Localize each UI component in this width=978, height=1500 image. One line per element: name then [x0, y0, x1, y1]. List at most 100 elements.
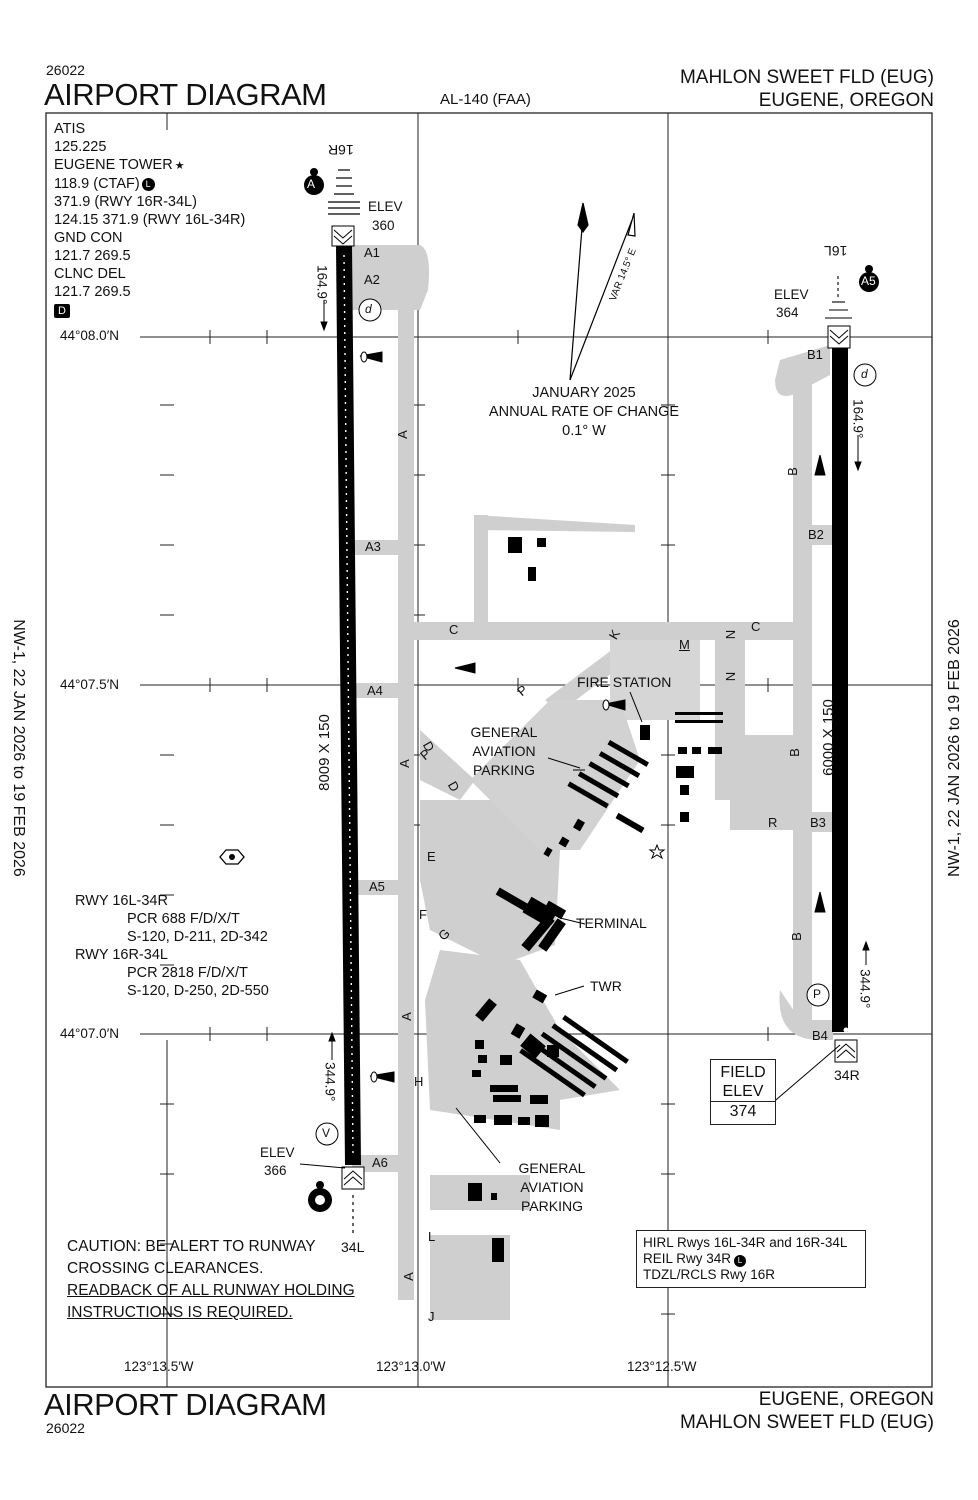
elev-16l-value: 364	[776, 305, 799, 320]
heading-34r: 344.9°	[857, 969, 873, 1009]
freq-tower-16l: 124.15 371.9 (RWY 16L-34R)	[54, 212, 246, 228]
taxiway-label-b-mid: B	[786, 748, 802, 757]
taxiway-label-a3: A3	[365, 539, 381, 554]
rotating-beacon	[219, 849, 245, 865]
fire-station-label: FIRE STATION	[577, 674, 672, 690]
runway-16r-34l	[328, 169, 365, 1235]
effective-dates-left: NW-1, 22 JAN 2026 to 19 FEB 2026	[10, 619, 27, 877]
elev-16l-label: ELEV	[774, 287, 809, 302]
pcr-rwy-16r: RWY 16R-34L	[75, 947, 168, 963]
lon-123-13-5: 123°13.5′W	[124, 1359, 194, 1374]
procedure-id: AL-140 (FAA)	[440, 91, 531, 108]
circle-d-west: d	[365, 302, 372, 316]
freq-clnc-value: 121.7 269.5	[54, 284, 131, 300]
taxiway-label-b-south: B	[788, 932, 804, 941]
taxiway-label-a6: A6	[372, 1155, 388, 1170]
pcr-16r-weights: S-120, D-250, 2D-550	[127, 983, 269, 999]
elev-34l-value: 366	[264, 1163, 287, 1178]
hotspot-symbols	[304, 168, 879, 1212]
taxiway-a1-a2-pad	[352, 245, 429, 310]
freq-tower-ctaf: 118.9 (CTAF)L	[54, 175, 245, 193]
buildings	[468, 537, 723, 1262]
taxiway-label-m: M	[679, 637, 690, 652]
heading-arrows	[320, 300, 870, 1060]
taxiway-label-a-far-south: A	[400, 1272, 416, 1281]
airport-name: MAHLON SWEET FLD (EUG)	[679, 67, 934, 88]
circle-markers	[315, 298, 877, 1146]
lahso-icon: L	[141, 178, 155, 191]
taxiway-network	[352, 245, 833, 1320]
ga-parking-south-label: GENERAL AVIATION PARKING	[518, 1160, 586, 1214]
field-elevation-box: FIELD ELEV 374	[710, 1059, 776, 1125]
taxiway-label-a-mid: A	[396, 759, 412, 768]
freq-atis: ATIS	[54, 121, 86, 137]
footer-airport-name: MAHLON SWEET FLD (EUG)	[679, 1412, 934, 1433]
taxiway-label-c-east: C	[751, 619, 761, 634]
chart-title: AIRPORT DIAGRAM	[44, 77, 327, 112]
taxiway-label-b1: B1	[807, 347, 823, 362]
pcr-16l-weights: S-120, D-211, 2D-342	[127, 929, 268, 945]
taxiway-c	[405, 622, 800, 640]
freq-tower-16r: 371.9 (RWY 16R-34L)	[54, 194, 197, 210]
hotspot-a5-label: A5	[861, 274, 876, 288]
hotspot-a-label: A	[307, 177, 316, 191]
terminal-apron	[420, 800, 560, 965]
runway-threshold-34r	[834, 1039, 858, 1063]
north-arrow	[569, 202, 636, 381]
circle-v: V	[322, 1126, 331, 1140]
footer-city-state: EUGENE, OREGON	[758, 1389, 934, 1410]
circle-p: P	[813, 987, 822, 1001]
runway-threshold-16r	[331, 225, 355, 247]
runway-34r-label: 34R	[834, 1067, 860, 1083]
freq-gnd-value: 121.7 269.5	[54, 248, 131, 264]
approach-lights-16l	[825, 276, 852, 319]
heading-16l: 164.9°	[850, 399, 866, 439]
graticule-ticks	[160, 330, 769, 1315]
circle-d-east: d	[861, 367, 868, 381]
heading-34l: 344.9°	[322, 1062, 338, 1102]
effective-dates-right: NW-1, 22 JAN 2026 to 19 FEB 2026	[946, 619, 963, 877]
pcr-block: RWY 16L-34R PCR 688 F/D/X/T S-120, D-211…	[75, 892, 269, 1000]
runway-34l-label: 34L	[341, 1239, 365, 1255]
elev-16r-label: ELEV	[368, 199, 403, 214]
map-frame	[45, 112, 933, 1388]
heading-16r: 164.9°	[314, 265, 330, 305]
taxiway-label-a4: A4	[367, 683, 383, 698]
runway-west-dimensions: 8009 X 150	[315, 714, 333, 791]
footer-title: AIRPORT DIAGRAM	[44, 1387, 327, 1422]
taxiway-label-b-north: B	[784, 467, 800, 476]
taxiway-label-a5: A5	[369, 879, 385, 894]
taxiway-b	[793, 365, 812, 1030]
terminal-label: TERMINAL	[576, 915, 647, 931]
taxiway-label-a-south: A	[398, 1012, 414, 1021]
runway-16l-34r	[825, 276, 858, 1063]
taxiway-label-a1: A1	[364, 245, 380, 260]
wind-indicators	[359, 351, 826, 1083]
frequency-block: ATIS 125.225 EUGENE TOWER★ 118.9 (CTAF)L…	[54, 120, 245, 319]
runway-threshold-16l	[827, 325, 851, 349]
runway-east-dimensions: 6000 X 150	[819, 699, 837, 776]
pcr-16l-value: PCR 688 F/D/X/T	[127, 911, 240, 927]
approach-lights-16r	[328, 169, 360, 215]
freq-clnc: CLNC DEL	[54, 266, 126, 282]
taxiway-label-b3: B3	[810, 815, 826, 830]
freq-gnd: GND CON	[54, 230, 123, 246]
fire-station-pointer	[299, 691, 841, 1169]
magnetic-change: JANUARY 2025 ANNUAL RATE OF CHANGE 0.1° …	[488, 385, 680, 439]
lon-123-12-5: 123°12.5′W	[627, 1359, 697, 1374]
lahso-icon: L	[734, 1255, 747, 1267]
lat-44-07-5: 44°07.5′N	[60, 677, 119, 692]
runway-16l-label: 16L	[824, 243, 848, 259]
taxiway-label-r: R	[768, 815, 778, 830]
tower-star-icon: ★	[174, 160, 185, 172]
taxiway-label-b4: B4	[812, 1028, 828, 1043]
elev-34l-label: ELEV	[260, 1145, 295, 1160]
freq-tower: EUGENE TOWER★	[54, 157, 185, 173]
d-icon: D	[54, 304, 70, 318]
lat-44-07-0: 44°07.0′N	[60, 1026, 119, 1041]
tower-label: TWR	[590, 978, 622, 994]
taxiway-label-l: L	[428, 1229, 436, 1244]
obstacle-star	[648, 843, 666, 860]
runway-16r-label: 16R	[328, 142, 354, 158]
